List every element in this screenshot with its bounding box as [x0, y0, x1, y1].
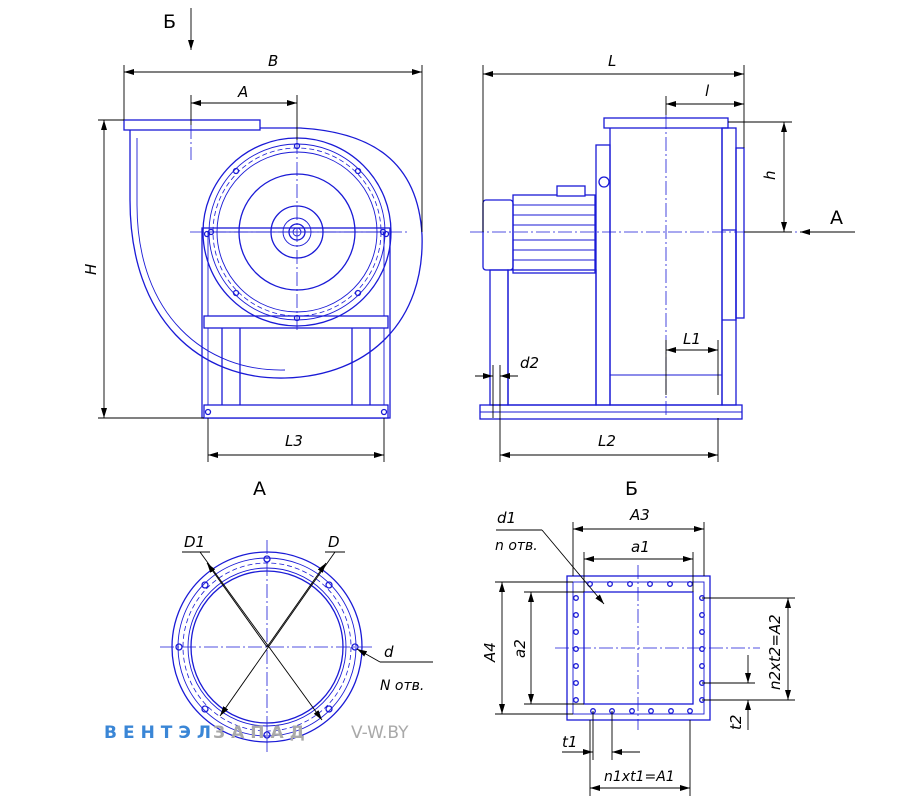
- watermark-site: V-W.BY: [351, 723, 409, 743]
- motor-endcap: [482, 199, 514, 271]
- base-plate: [203, 404, 389, 419]
- outlet-bolt-holes: [573, 581, 705, 714]
- watermark-brand-part2: ЗАПАД: [213, 723, 311, 743]
- dim-L: L: [608, 52, 616, 70]
- dim-d2: d2: [520, 354, 539, 372]
- dim-n2xt2: n2xt2=A2: [766, 614, 784, 690]
- view-a-title: А: [253, 478, 266, 500]
- view-b-outlet-flange: Б d1 n отв. A3 a1 A4: [481, 478, 795, 796]
- motor-terminal-box: [556, 185, 586, 197]
- dim-A4: A4: [481, 642, 499, 663]
- dim-t2: t2: [727, 715, 745, 730]
- dim-L1: L1: [683, 330, 701, 348]
- dim-L2: L2: [598, 432, 616, 450]
- dim-A: A: [237, 83, 248, 101]
- dim-d1: d1: [497, 509, 516, 527]
- front-bolt-holes: [203, 142, 390, 416]
- dim-l: l: [705, 82, 710, 100]
- dim-A3: A3: [629, 506, 650, 524]
- inlet-flange-side: [735, 147, 745, 319]
- dim-d: d: [384, 643, 394, 661]
- dim-N-otv: N отв.: [380, 678, 424, 694]
- scroll-inner-line: [136, 138, 286, 371]
- dim-D: D: [328, 533, 340, 551]
- watermark: ВЕНТЭЛ ЗАПАД V-W.BY: [104, 723, 409, 743]
- outlet-flange: [123, 119, 261, 131]
- dim-n-otv: n отв.: [495, 538, 538, 554]
- dim-H: H: [82, 264, 100, 275]
- side-view: L l h А L1 d2 L2: [470, 52, 855, 462]
- view-arrow-a-label: А: [830, 207, 843, 229]
- dim-a2: a2: [511, 639, 529, 658]
- dim-L3: L3: [285, 432, 303, 450]
- watermark-brand-part1: ВЕНТЭЛ: [104, 723, 217, 743]
- dim-B: B: [268, 52, 278, 70]
- section-arrow-b-label: Б: [163, 11, 176, 33]
- dim-t1: t1: [562, 733, 577, 751]
- dim-h: h: [761, 170, 779, 180]
- scroll-housing: [129, 127, 423, 379]
- dim-n1xt1: n1xt1=A1: [604, 769, 675, 785]
- motor-body: [512, 194, 596, 274]
- dim-a1: a1: [631, 538, 650, 556]
- flange-bolt-holes: [175, 555, 359, 739]
- dim-D1: D1: [184, 533, 205, 551]
- view-a-inlet-flange: А D1 D d N отв.: [160, 478, 433, 752]
- view-b-title: Б: [625, 478, 638, 500]
- front-view: B A Б H L3: [82, 8, 423, 462]
